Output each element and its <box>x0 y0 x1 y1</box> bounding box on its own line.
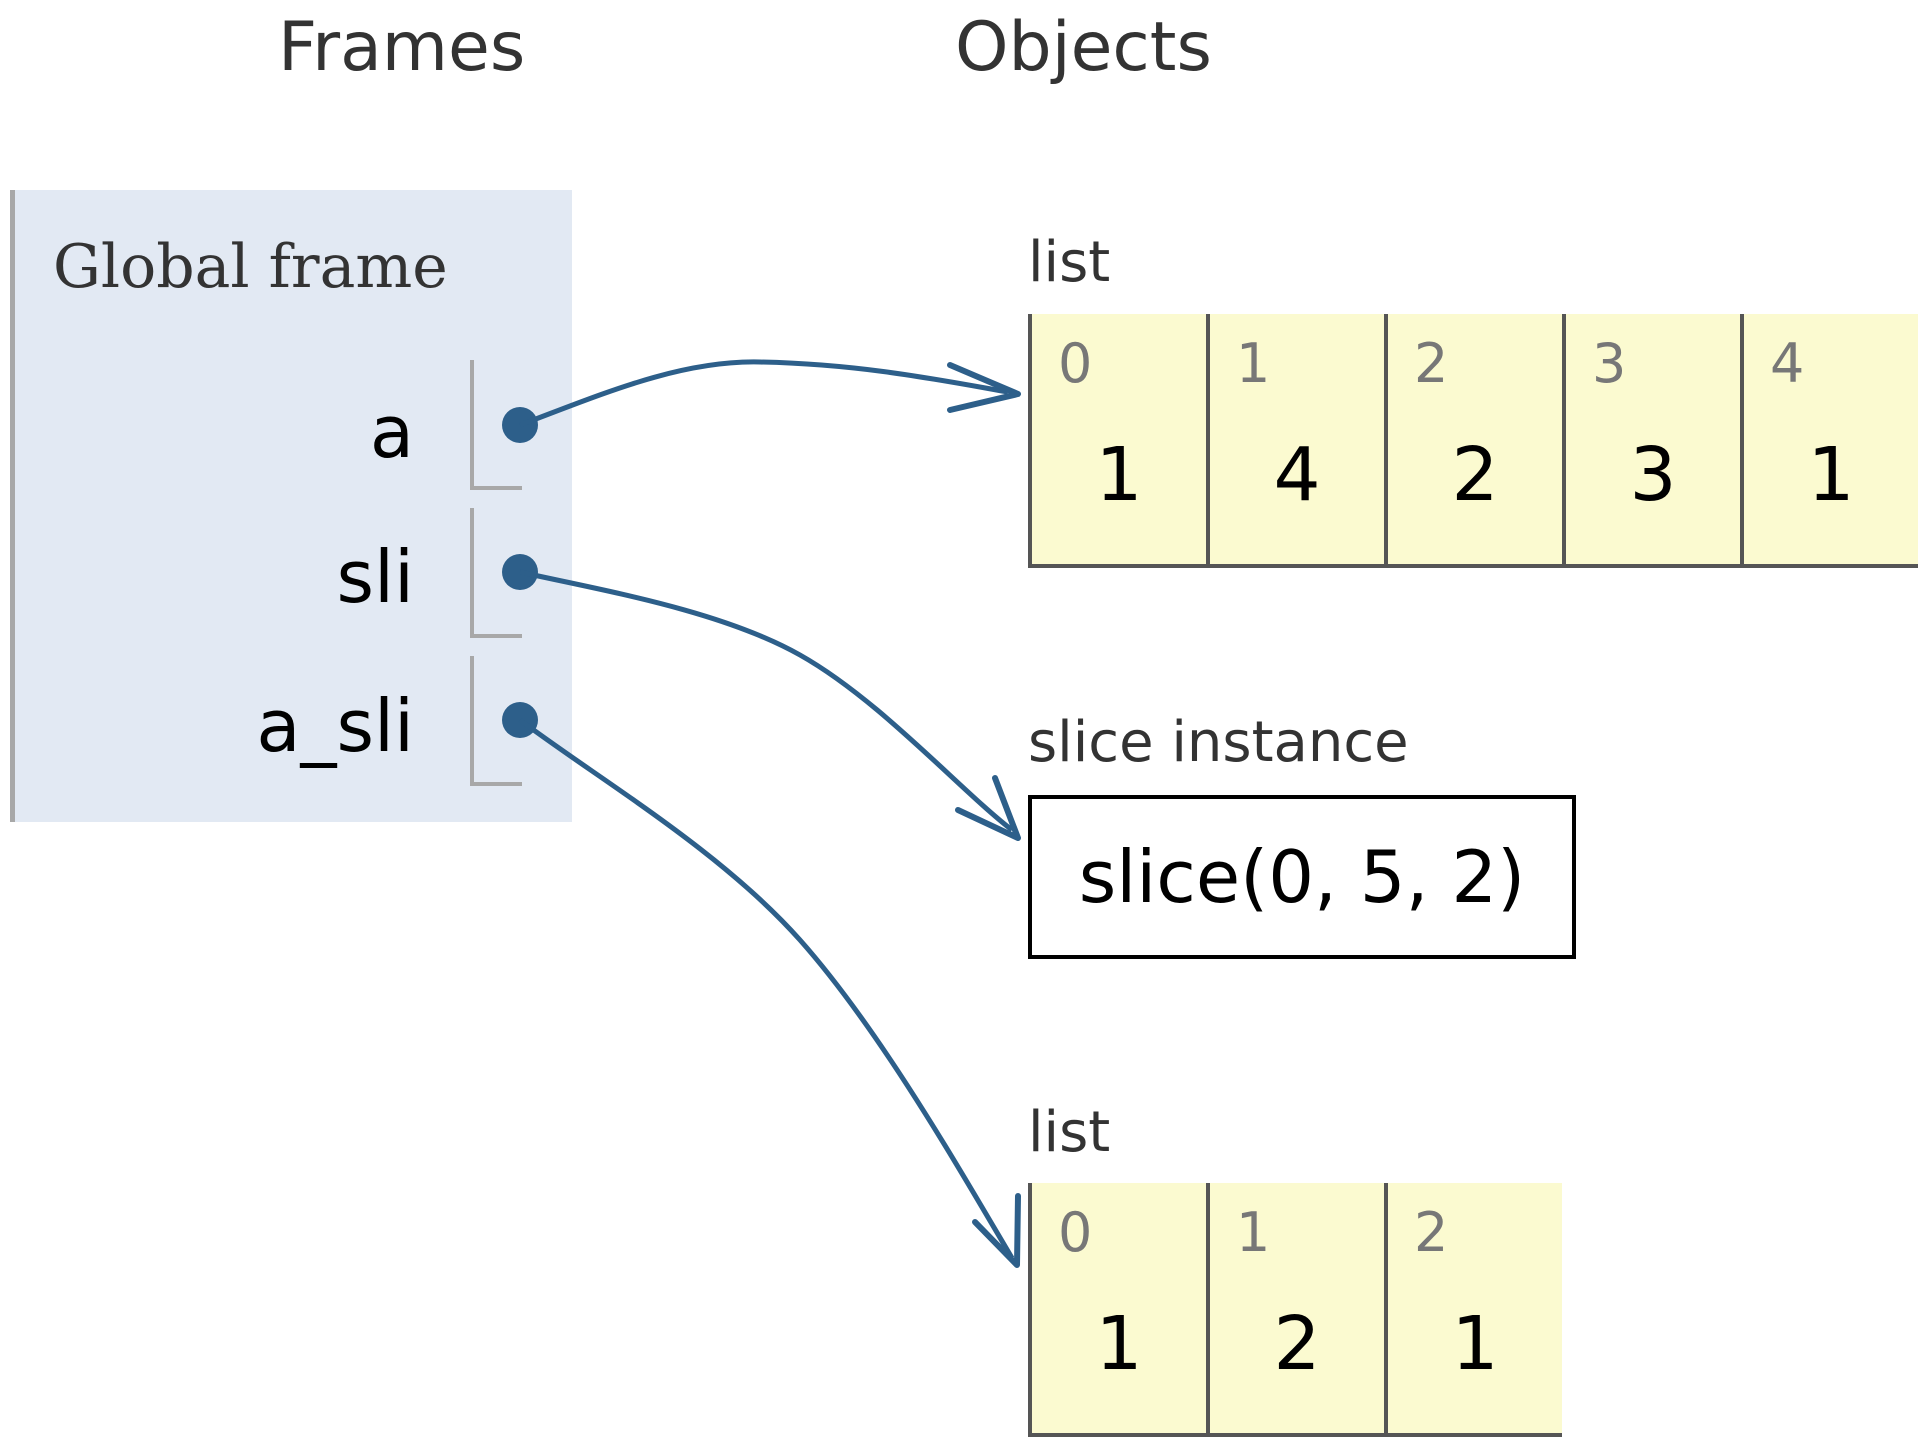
list-a-sli-value-2: 1 <box>1451 1301 1499 1387</box>
list-a-index-4: 4 <box>1770 332 1805 395</box>
variable-name-a-sli: a_sli <box>256 684 414 768</box>
list-a-label: list <box>1028 230 1111 295</box>
arrow-sli-to-slice <box>519 569 1014 832</box>
list-a-index-1: 1 <box>1236 332 1271 395</box>
list-a-value-3: 3 <box>1629 432 1677 518</box>
global-frame: Global frame a sli a_sli <box>10 190 572 822</box>
variable-slot-a-sli <box>470 656 522 786</box>
variable-slot-sli <box>470 508 522 638</box>
list-a-sli-index-2: 2 <box>1414 1201 1449 1264</box>
slice-instance-box: slice(0, 5, 2) <box>1028 795 1576 959</box>
arrowhead-a <box>947 362 1021 413</box>
list-a-index-0: 0 <box>1058 332 1093 395</box>
list-a-value-2: 2 <box>1451 432 1499 518</box>
variable-name-a: a <box>369 390 414 474</box>
list-a-cell-3: 3 3 <box>1562 314 1740 564</box>
list-a-sli-value-1: 2 <box>1273 1301 1321 1387</box>
arrowhead-sli <box>955 775 1021 841</box>
list-a-sli-label: list <box>1028 1100 1111 1165</box>
arrow-a-to-list <box>519 359 1009 428</box>
list-a-sli-index-1: 1 <box>1236 1201 1271 1264</box>
list-a-sli: 0 1 1 2 2 1 <box>1028 1183 1562 1437</box>
list-a-sli-cell-0: 0 1 <box>1028 1183 1206 1433</box>
variable-name-sli: sli <box>336 535 414 619</box>
global-frame-title: Global frame <box>53 232 448 302</box>
list-a-cell-4: 4 1 <box>1740 314 1918 564</box>
list-a-sli-value-0: 1 <box>1095 1301 1143 1387</box>
list-a-cell-2: 2 2 <box>1384 314 1562 564</box>
objects-header: Objects <box>955 8 1212 87</box>
arrow-a-sli-to-list <box>518 717 1015 1260</box>
list-a-cell-1: 1 4 <box>1206 314 1384 564</box>
list-a-sli-cell-2: 2 1 <box>1384 1183 1562 1433</box>
arrowhead-a-sli <box>972 1193 1021 1268</box>
variable-slot-a <box>470 360 522 490</box>
list-a-value-0: 1 <box>1095 432 1143 518</box>
list-a-value-1: 4 <box>1273 432 1321 518</box>
slice-instance-label: slice instance <box>1028 710 1409 775</box>
list-a-sli-index-0: 0 <box>1058 1201 1093 1264</box>
list-a: 0 1 1 4 2 2 3 3 4 1 <box>1028 314 1918 568</box>
frames-header: Frames <box>278 8 526 87</box>
list-a-value-4: 1 <box>1807 432 1855 518</box>
list-a-sli-cell-1: 1 2 <box>1206 1183 1384 1433</box>
list-a-index-3: 3 <box>1592 332 1627 395</box>
list-a-index-2: 2 <box>1414 332 1449 395</box>
list-a-cell-0: 0 1 <box>1028 314 1206 564</box>
